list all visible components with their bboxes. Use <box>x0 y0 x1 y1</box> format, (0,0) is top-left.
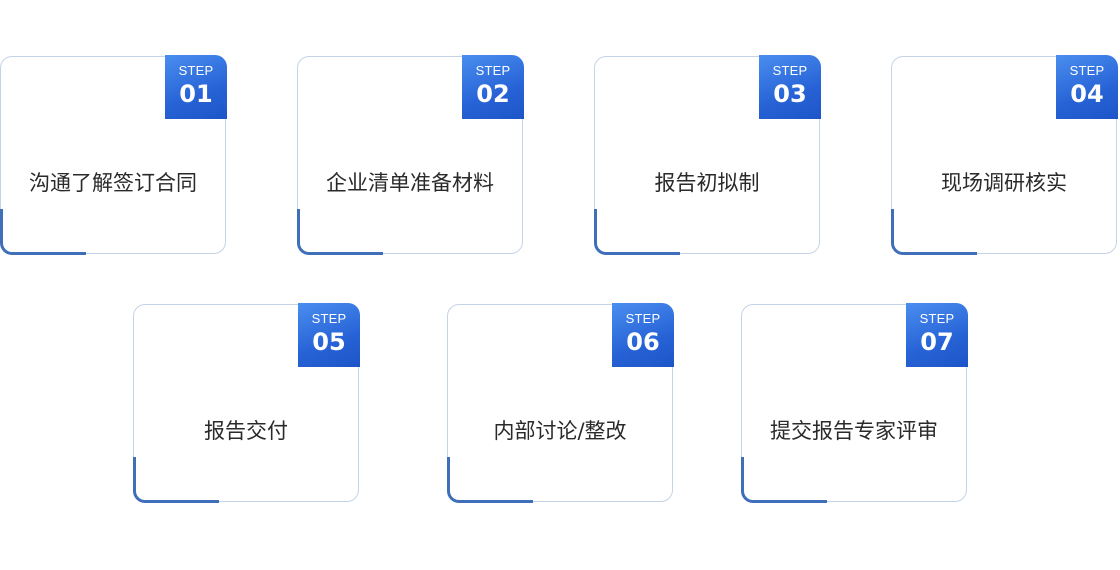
step-number: 05 <box>312 328 346 356</box>
step-badge: STEP 03 <box>759 55 821 119</box>
step-number: 01 <box>179 80 213 108</box>
step-badge: STEP 05 <box>298 303 360 367</box>
step-badge: STEP 02 <box>462 55 524 119</box>
step-badge: STEP 06 <box>612 303 674 367</box>
step-label: STEP <box>178 63 214 78</box>
step-number: 07 <box>920 328 954 356</box>
step-title: 内部讨论/整改 <box>493 419 627 443</box>
step-badge: STEP 01 <box>165 55 227 119</box>
step-label: STEP <box>625 311 661 326</box>
step-title: 报告初拟制 <box>654 171 760 195</box>
step-title: 沟通了解签订合同 <box>29 171 197 195</box>
step-title: 企业清单准备材料 <box>326 171 494 195</box>
step-title: 提交报告专家评审 <box>770 419 938 443</box>
step-label: STEP <box>772 63 808 78</box>
step-number: 04 <box>1070 80 1104 108</box>
step-label: STEP <box>919 311 955 326</box>
step-card-01: STEP 01 沟通了解签订合同 <box>0 55 227 255</box>
step-card-02: STEP 02 企业清单准备材料 <box>296 55 524 255</box>
step-number: 02 <box>476 80 510 108</box>
step-badge: STEP 07 <box>906 303 968 367</box>
step-label: STEP <box>311 311 347 326</box>
step-badge: STEP 04 <box>1056 55 1118 119</box>
step-card-04: STEP 04 现场调研核实 <box>890 55 1118 255</box>
step-number: 06 <box>626 328 660 356</box>
step-label: STEP <box>1069 63 1105 78</box>
step-label: STEP <box>475 63 511 78</box>
step-title: 现场调研核实 <box>941 171 1067 195</box>
step-card-05: STEP 05 报告交付 <box>132 303 360 503</box>
step-number: 03 <box>773 80 807 108</box>
step-title: 报告交付 <box>204 419 288 443</box>
step-card-07: STEP 07 提交报告专家评审 <box>740 303 968 503</box>
step-card-03: STEP 03 报告初拟制 <box>593 55 821 255</box>
step-card-06: STEP 06 内部讨论/整改 <box>446 303 674 503</box>
